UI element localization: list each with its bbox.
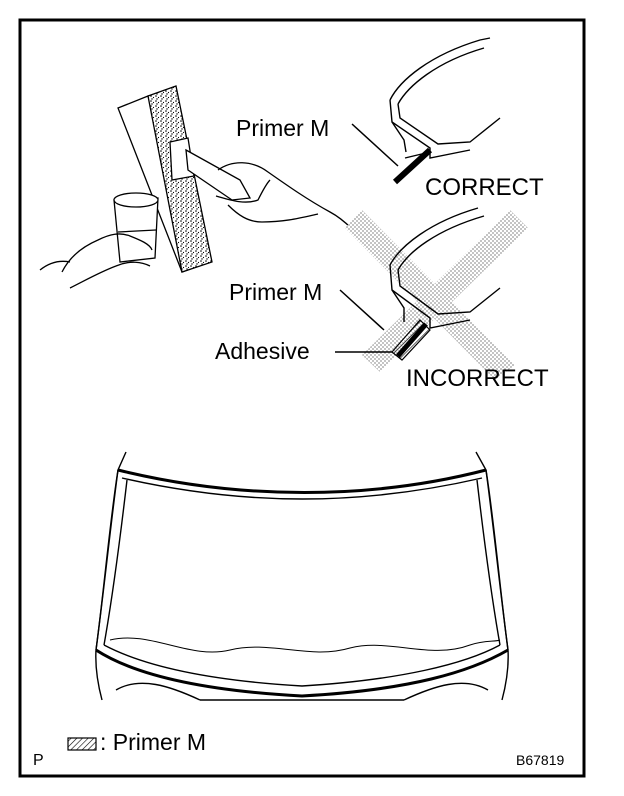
adhesive-label: Adhesive (215, 338, 310, 364)
figure-id: B67819 (516, 752, 565, 768)
incorrect-section-diagram (335, 207, 528, 380)
legend-label: : Primer M (100, 729, 207, 755)
corner-mark: P (33, 752, 44, 769)
primer-m-label-incorrect: Primer M (229, 279, 323, 305)
windshield-diagram (95, 451, 509, 701)
hands-applying-primer-illustration (39, 85, 371, 289)
incorrect-label: INCORRECT (406, 365, 549, 392)
correct-section-diagram (351, 37, 501, 185)
correct-label: CORRECT (425, 174, 544, 201)
primer-m-label-correct: Primer M (236, 115, 330, 141)
primer-legend-swatch (67, 737, 97, 751)
figure-border (18, 18, 586, 778)
